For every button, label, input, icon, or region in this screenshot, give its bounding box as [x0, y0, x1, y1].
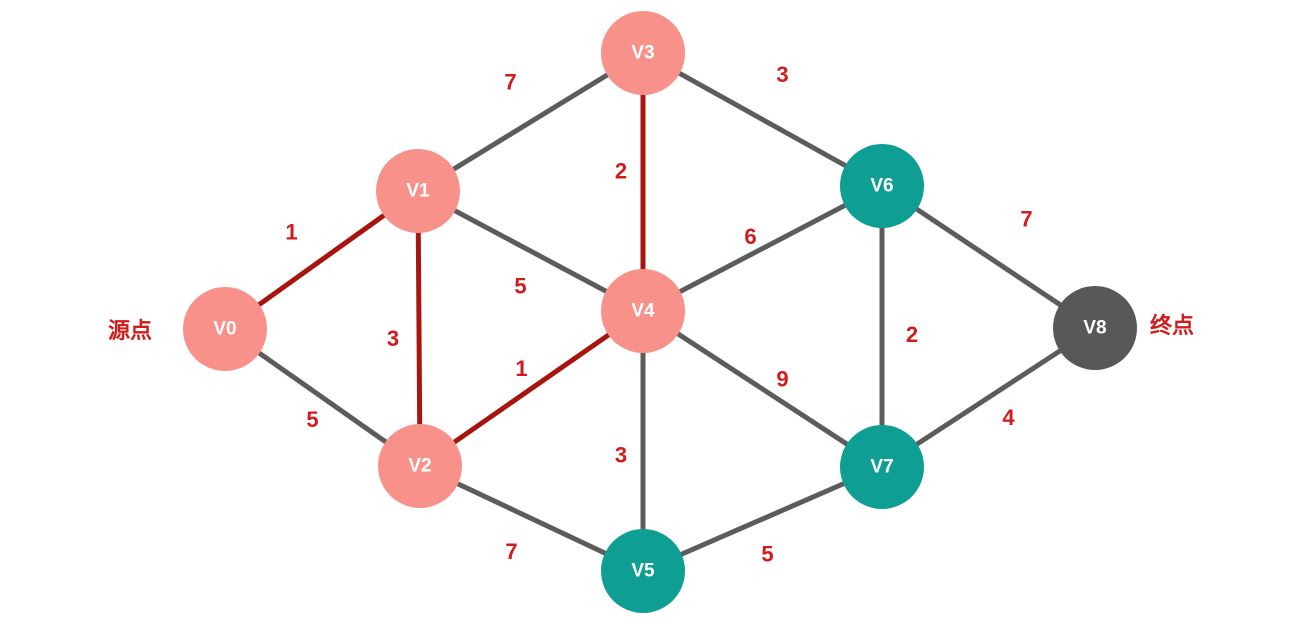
- edge-weight-v1-v2: 3: [387, 326, 399, 351]
- edge-v1-v4: [415, 188, 646, 314]
- edge-weight-v7-v8: 4: [1002, 405, 1015, 430]
- edge-weight-v3-v4: 2: [615, 159, 627, 184]
- edge-v1-v2: [415, 188, 423, 469]
- edge-weight-v5-v7: 5: [761, 542, 773, 567]
- node-circle-v6: [840, 144, 924, 228]
- edge-v4-v7: [640, 308, 885, 470]
- node-label-v2: V2: [408, 456, 431, 477]
- edge-weight-v3-v6: 3: [776, 62, 788, 87]
- edge-weight-v2-v5: 7: [505, 539, 517, 564]
- node-label-v6: V6: [870, 176, 893, 197]
- node-label-v1: V1: [406, 181, 430, 202]
- node-circle-v5: [601, 529, 685, 613]
- node-circle-v7: [840, 425, 924, 509]
- node-v2: V2: [378, 424, 462, 508]
- node-v3: V3: [601, 11, 685, 95]
- node-circle-v0: [183, 287, 267, 371]
- edge-weights-layer: 1 5 3 7 5 1 7 2 3 3 6 9 5 2 7 4: [285, 62, 1032, 567]
- node-v7: V7: [840, 425, 924, 509]
- edge-weight-v0-v2: 5: [306, 407, 318, 432]
- edge-weight-v1-v3: 7: [504, 70, 516, 95]
- node-v1: V1: [376, 149, 460, 233]
- edge-weight-v6-v7: 2: [906, 322, 918, 347]
- edge-weight-v0-v1: 1: [285, 220, 297, 245]
- node-circle-v8: [1053, 286, 1137, 370]
- edge-weight-v6-v8: 7: [1020, 207, 1032, 232]
- node-v6: V6: [840, 144, 924, 228]
- node-circle-v1: [376, 149, 460, 233]
- node-circle-v2: [378, 424, 462, 508]
- node-label-v5: V5: [631, 561, 655, 582]
- edge-v2-v4: [417, 308, 646, 469]
- node-label-v8: V8: [1083, 318, 1106, 339]
- target-label: 终点: [1150, 313, 1194, 338]
- node-v0: V0: [183, 287, 267, 371]
- edge-v6-v8: [879, 183, 1098, 331]
- node-label-v3: V3: [631, 43, 654, 64]
- node-v5: V5: [601, 529, 685, 613]
- edge-v4-v6: [640, 183, 885, 314]
- edge-v3-v6: [640, 50, 885, 189]
- node-v8: V8: [1053, 286, 1137, 370]
- node-circle-v4: [601, 269, 685, 353]
- node-label-v0: V0: [213, 319, 236, 340]
- node-label-v4: V4: [631, 301, 655, 322]
- edge-weight-v4-v6: 6: [744, 224, 756, 249]
- node-v4: V4: [601, 269, 685, 353]
- source-label: 源点: [108, 318, 152, 343]
- edge-weight-v2-v4: 1: [515, 356, 527, 381]
- edge-v5-v7: [640, 464, 885, 574]
- edge-v7-v8: [879, 325, 1098, 470]
- node-label-v7: V7: [870, 457, 893, 478]
- edges-layer: [222, 50, 1098, 574]
- edge-weight-v4-v7: 9: [776, 367, 788, 392]
- edge-v1-v3: [415, 50, 646, 194]
- node-circle-v3: [601, 11, 685, 95]
- edge-weight-v4-v5: 3: [615, 443, 627, 468]
- edge-weight-v1-v4: 5: [514, 274, 526, 299]
